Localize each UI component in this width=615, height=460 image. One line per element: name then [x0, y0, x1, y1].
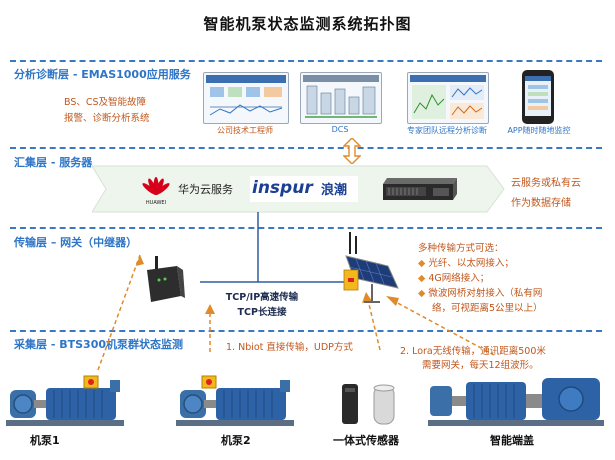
- monitor-engineer: [203, 72, 289, 124]
- layer-divider: [10, 60, 602, 62]
- protocol-line-2: TCP长连接: [237, 307, 287, 318]
- method-item-2: ◆ 4G网络接入；: [418, 271, 608, 286]
- layer-title-aggregation: 汇集层 - 服务器: [14, 156, 93, 169]
- integrated-sensor: [336, 380, 406, 426]
- huawei-logo-text: HUAWEI: [145, 200, 167, 206]
- solar-gateway: [332, 232, 402, 304]
- protocol-line-1: TCP/IP高速传输: [225, 292, 299, 303]
- smart-end-cap: [428, 370, 608, 430]
- transport-protocol: TCP/IP高速传输 TCP长连接: [218, 290, 306, 320]
- layer-divider: [10, 147, 602, 149]
- layer-title-collection: 采集层 - BTS300机泵群状态监测: [14, 338, 183, 351]
- analysis-feature-1: BS、CS及智能故障: [64, 97, 147, 108]
- pump-2-label: 机泵2: [221, 434, 251, 447]
- pump-2: [176, 370, 304, 430]
- analysis-feature-2: 报警、诊断分析系统: [64, 113, 150, 124]
- double-arrow-icon: [343, 138, 361, 164]
- diamond-icon: ◆: [418, 273, 426, 284]
- layer-title-transport: 传输层 – 网关（中继器）: [14, 236, 138, 249]
- lora-note-line-2: 需要网关，每天12组波形。: [422, 360, 539, 371]
- diamond-icon: ◆: [418, 258, 426, 269]
- diamond-icon: ◆: [418, 288, 426, 299]
- end-cap-label: 智能端盖: [490, 434, 534, 447]
- gateway-router: [141, 256, 185, 306]
- monitor-dcs: [300, 72, 382, 124]
- method-text-2: 4G网络接入；: [428, 273, 490, 284]
- lora-arrow: [367, 299, 381, 351]
- lora-note: 2. Lora无线传输，通讯距离500米 需要网关，每天12组波形。: [400, 345, 546, 373]
- arrow-head: [205, 304, 215, 314]
- pump-1: [6, 370, 134, 430]
- layer-divider: [10, 227, 602, 229]
- lora-arrow: [391, 299, 495, 356]
- arrow-head: [386, 296, 399, 306]
- phone-app: [522, 70, 554, 124]
- arrow-head: [136, 255, 144, 266]
- monitor-dcs-label: DCS: [331, 125, 349, 134]
- server-note-line-1: 云服务或私有云: [511, 178, 581, 189]
- huawei-brand: 华为云服务: [178, 183, 233, 196]
- layer-divider: [10, 330, 602, 332]
- method-text-3: 微波网桥对射接入（私有网: [428, 288, 543, 299]
- monitor-expert: [407, 72, 489, 124]
- inspur-logo-box: inspur 浪潮: [250, 176, 358, 202]
- layer-title-analysis: 分析诊断层 - EMAS1000应用服务: [14, 68, 191, 81]
- inspur-cn-logo: 浪潮: [321, 183, 348, 198]
- phone-screen: [525, 76, 551, 116]
- page-title: 智能机泵状态监测系统拓扑图: [203, 15, 412, 33]
- monitor-app-label: APP随时随地监控: [507, 126, 571, 135]
- huawei-logo: HUAWEI: [138, 174, 174, 206]
- inspur-logo: inspur: [252, 178, 313, 198]
- nbiot-arrow: [97, 254, 141, 371]
- pump-1-label: 机泵1: [30, 434, 60, 447]
- method-text-4: 络，可视距离5公里以上）: [432, 303, 543, 314]
- rack-server: [383, 176, 459, 202]
- monitor-expert-label: 专家团队远程分析诊断: [407, 126, 487, 135]
- sensor-label: 一体式传感器: [333, 434, 399, 447]
- server-note-line-2: 作为数据存储: [511, 198, 571, 209]
- methods-title: 多种传输方式可选：: [418, 243, 504, 254]
- transport-methods: 多种传输方式可选： ◆ 光纤、以太网接入； ◆ 4G网络接入； ◆ 微波网桥对射…: [418, 241, 608, 316]
- method-text-1: 光纤、以太网接入；: [428, 258, 514, 269]
- nbiot-note: 1. Nbiot 直接传输，UDP方式: [226, 342, 353, 353]
- monitor-engineer-label: 公司技术工程师: [217, 126, 273, 135]
- method-item-3: ◆ 微波网桥对射接入（私有网: [418, 286, 608, 301]
- server-note: 云服务或私有云 作为数据存储: [511, 174, 581, 214]
- method-item-1: ◆ 光纤、以太网接入；: [418, 256, 608, 271]
- lora-note-line-1: 2. Lora无线传输，通讯距离500米: [400, 346, 546, 357]
- arrow-head: [362, 292, 372, 303]
